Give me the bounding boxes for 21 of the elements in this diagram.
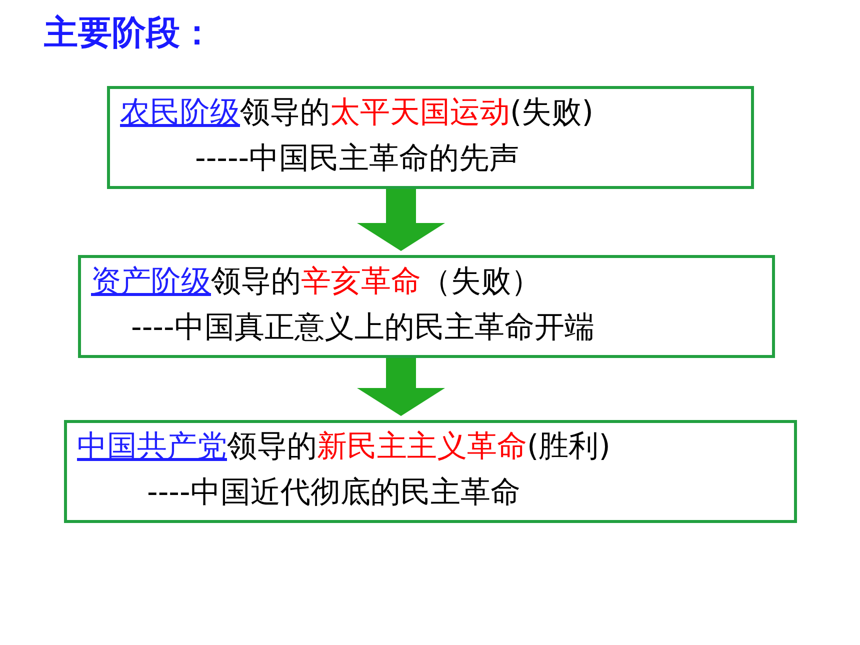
underlined-text: 资产阶级 xyxy=(91,264,211,300)
stage-box xyxy=(78,255,775,358)
underlined-text: 中国共产党 xyxy=(77,429,227,465)
node-text: （失败） xyxy=(421,264,541,300)
subtitle-text: -----中国民主革命的先声 xyxy=(195,141,520,177)
highlighted-text: 新民主主义革命 xyxy=(317,429,527,465)
node-text: 领导的 xyxy=(227,429,317,465)
underlined-text: 农民阶级 xyxy=(120,95,240,131)
highlighted-text: 太平天国运动 xyxy=(330,95,510,131)
subtitle-text: ----中国近代彻底的民主革命 xyxy=(147,475,520,511)
node-text: (失败) xyxy=(510,95,594,131)
node-text: 领导的 xyxy=(240,95,330,131)
subtitle-text: ----中国真正意义上的民主革命开端 xyxy=(131,310,594,346)
title: 主要阶段： xyxy=(44,12,214,55)
node-text: (胜利) xyxy=(527,429,610,465)
block-arrow xyxy=(357,189,445,251)
block-arrow xyxy=(357,358,445,416)
node-text: 领导的 xyxy=(211,264,301,300)
stage-box xyxy=(107,86,754,189)
stage-box xyxy=(64,420,797,523)
highlighted-text: 辛亥革命 xyxy=(301,264,421,300)
